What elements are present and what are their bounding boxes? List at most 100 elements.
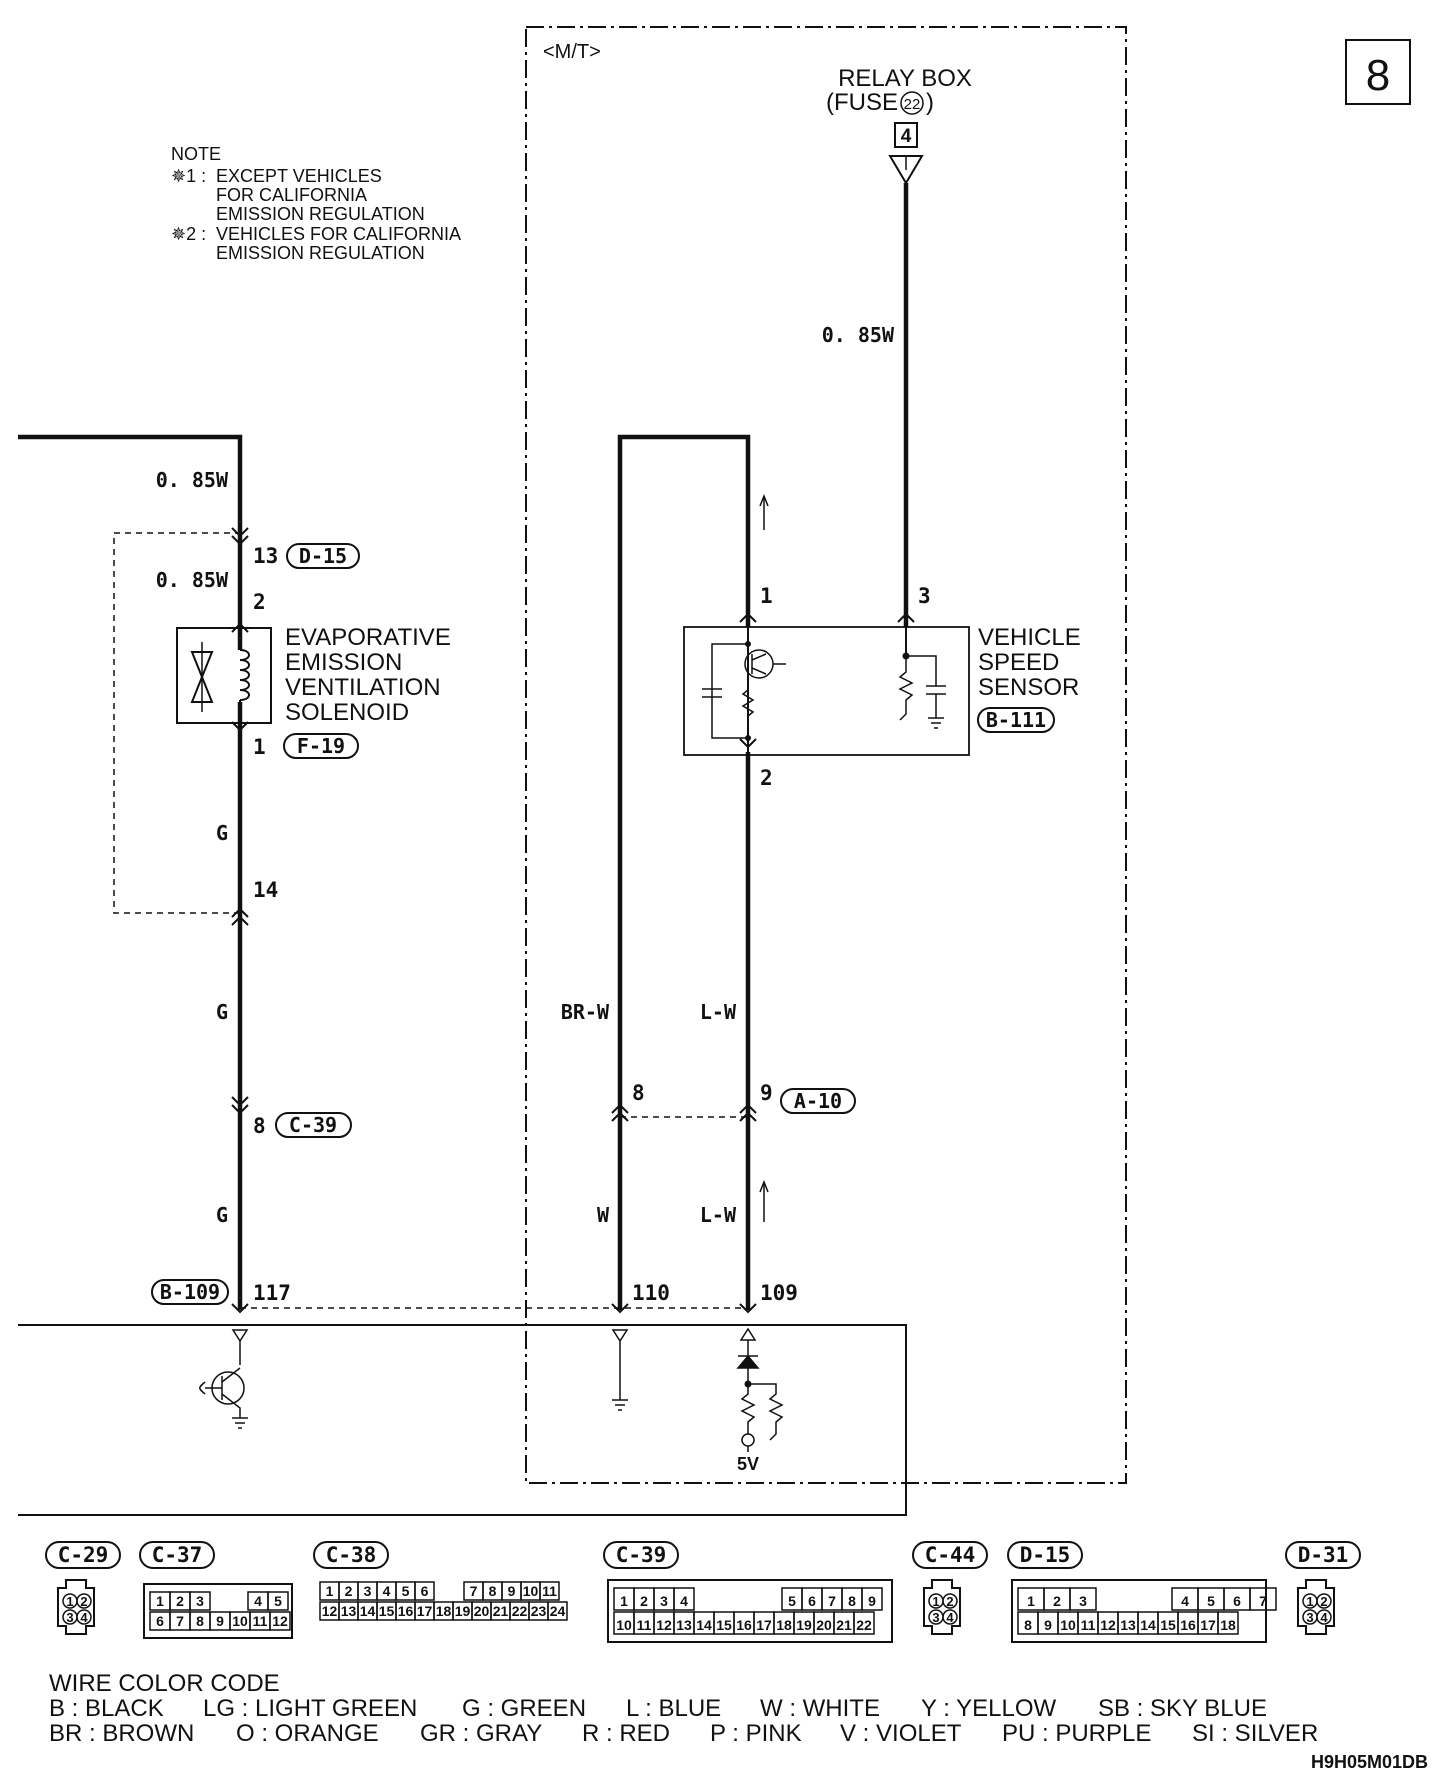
resistor-icon bbox=[741, 689, 755, 717]
cv-c39-pin: 14 bbox=[696, 1617, 712, 1633]
cv-c38-pin: 4 bbox=[383, 1583, 391, 1599]
cv-c38-pin: 6 bbox=[421, 1583, 429, 1599]
cv-c37-pin: 9 bbox=[216, 1613, 224, 1629]
legend-row1-w: W : WHITE bbox=[760, 1695, 880, 1722]
cv-d31-name: D-31 bbox=[1298, 1543, 1349, 1567]
cv-c44-name: C-44 bbox=[925, 1543, 976, 1567]
cv-c39-pin: 7 bbox=[828, 1593, 836, 1609]
cv-c44-pin3: 3 bbox=[932, 1610, 939, 1625]
legend-title: WIRE COLOR CODE bbox=[49, 1670, 280, 1697]
cv-d31-pin1: 1 bbox=[1306, 1594, 1313, 1609]
connector-a10-tag bbox=[780, 1088, 856, 1114]
cv-d15-pin: 12 bbox=[1100, 1617, 1116, 1633]
vss-pin-1: 1 bbox=[760, 584, 773, 608]
cv-c38-pin: 16 bbox=[398, 1603, 414, 1619]
legend-row2-p: P : PINK bbox=[710, 1720, 802, 1747]
cv-c39-pin: 9 bbox=[868, 1593, 876, 1609]
legend-row1-g: G : GREEN bbox=[462, 1695, 586, 1722]
legend-row2-si: SI : SILVER bbox=[1192, 1720, 1318, 1747]
left-wire-label-g1: G bbox=[216, 821, 228, 845]
pin-2-solenoid: 2 bbox=[253, 590, 266, 614]
ground-icon-vss bbox=[928, 717, 944, 729]
evap-label-3: VENTILATION bbox=[285, 674, 441, 701]
cv-c39-pin: 10 bbox=[616, 1617, 632, 1633]
legend-row2-v: V : VIOLET bbox=[840, 1720, 962, 1747]
cv-c38-pin: 23 bbox=[531, 1603, 547, 1619]
cv-c39-pin: 3 bbox=[660, 1593, 668, 1609]
legend-row1-b: B : BLACK bbox=[49, 1695, 164, 1722]
mt-box-label: <M/T> bbox=[543, 41, 601, 63]
cv-c38-pin: 3 bbox=[364, 1583, 372, 1599]
page-number-box bbox=[1345, 39, 1411, 105]
ground-icon-117 bbox=[232, 1417, 248, 1429]
connector-c39-tag bbox=[275, 1112, 352, 1138]
note-1-line3: EMISSION REGULATION bbox=[216, 204, 425, 224]
page-number: 8 bbox=[1366, 51, 1390, 100]
note-1-line1: EXCEPT VEHICLES bbox=[216, 166, 382, 186]
cv-c37-pin: 6 bbox=[156, 1613, 164, 1629]
relay-box: RELAY BOX (FUSE 22 ) 4 bbox=[826, 65, 972, 185]
mt-box bbox=[525, 26, 1127, 1484]
ecu-input-109 bbox=[736, 1327, 784, 1452]
cv-c38-cell bbox=[547, 1601, 568, 1621]
wire-color-legend: WIRE COLOR CODE B : BLACK LG : LIGHT GRE… bbox=[49, 1670, 1318, 1747]
vss-label-1: VEHICLE bbox=[978, 624, 1081, 651]
relay-pin-box bbox=[894, 122, 918, 148]
cv-c38-pin: 7 bbox=[470, 1583, 478, 1599]
cv-c44-pin4: 4 bbox=[946, 1610, 954, 1625]
cv-c37-name: C-37 bbox=[152, 1543, 203, 1567]
legend-row1-l: L : BLUE bbox=[626, 1695, 721, 1722]
connector-f19: F-19 bbox=[297, 734, 345, 758]
pin-8-a10: 8 bbox=[632, 1081, 645, 1105]
cv-c39-pin: 13 bbox=[676, 1617, 692, 1633]
left-conn-8-mark bbox=[231, 1096, 249, 1115]
pin-117: 117 bbox=[253, 1281, 291, 1305]
cv-c38-pin: 17 bbox=[417, 1603, 433, 1619]
cv-d15-pin: 16 bbox=[1180, 1617, 1196, 1633]
cv-c37-pin: 8 bbox=[196, 1613, 204, 1629]
cv-c38-pin: 8 bbox=[489, 1583, 497, 1599]
pin-1-solenoid: 1 bbox=[253, 735, 266, 759]
cv-d15-name: D-15 bbox=[1020, 1543, 1071, 1567]
cv-c38-pin: 18 bbox=[436, 1603, 452, 1619]
cv-d15-pin: 7 bbox=[1259, 1593, 1267, 1609]
connector-b111-tag bbox=[977, 707, 1055, 733]
transistor-icon bbox=[744, 649, 774, 679]
cv-c38-cell bbox=[414, 1581, 435, 1601]
cv-c37-pin: 7 bbox=[176, 1613, 184, 1629]
connector-b109-tag bbox=[151, 1279, 229, 1305]
cv-d15-pin: 4 bbox=[1181, 1593, 1189, 1609]
pin-8-c39: 8 bbox=[253, 1114, 266, 1138]
fuse-number-circle bbox=[900, 91, 924, 115]
note-2-mark: ✵2 : bbox=[171, 224, 206, 244]
vehicle-speed-sensor bbox=[683, 626, 970, 756]
evap-solenoid bbox=[176, 627, 272, 724]
cv-d31-pin3: 3 bbox=[1306, 1610, 1313, 1625]
cv-c39-pin: 12 bbox=[656, 1617, 672, 1633]
cv-c38-pin: 12 bbox=[322, 1603, 338, 1619]
cv-c39-cell bbox=[853, 1611, 875, 1635]
note-1-mark: ✵1 : bbox=[171, 166, 206, 186]
evap-label-2: EMISSION bbox=[285, 649, 402, 676]
cv-c29-name: C-29 bbox=[58, 1543, 109, 1567]
arrow-up-bottom bbox=[759, 1179, 769, 1193]
vss-label-3: SENSOR bbox=[978, 674, 1079, 701]
cv-c39-pin: 6 bbox=[808, 1593, 816, 1609]
cv-d31-pin2: 2 bbox=[1320, 1594, 1327, 1609]
cv-c38-pin: 20 bbox=[474, 1603, 490, 1619]
left-top-wire bbox=[18, 434, 243, 1310]
cv-c38-cell bbox=[539, 1581, 560, 1601]
solenoid-valve-icon bbox=[190, 651, 214, 703]
legend-row2-r: R : RED bbox=[582, 1720, 670, 1747]
cv-d15-pin: 3 bbox=[1079, 1593, 1087, 1609]
cv-d15-cell bbox=[1249, 1587, 1277, 1611]
diode-icon bbox=[736, 1354, 760, 1369]
cv-c38-pin: 15 bbox=[379, 1603, 395, 1619]
brw-w-wire bbox=[617, 434, 751, 1310]
relay-pin: 4 bbox=[901, 126, 912, 147]
pin-14: 14 bbox=[253, 878, 278, 902]
cv-c38-pin: 9 bbox=[508, 1583, 516, 1599]
legend-row2-pu: PU : PURPLE bbox=[1002, 1720, 1151, 1747]
cv-c39-name: C-39 bbox=[616, 1543, 667, 1567]
